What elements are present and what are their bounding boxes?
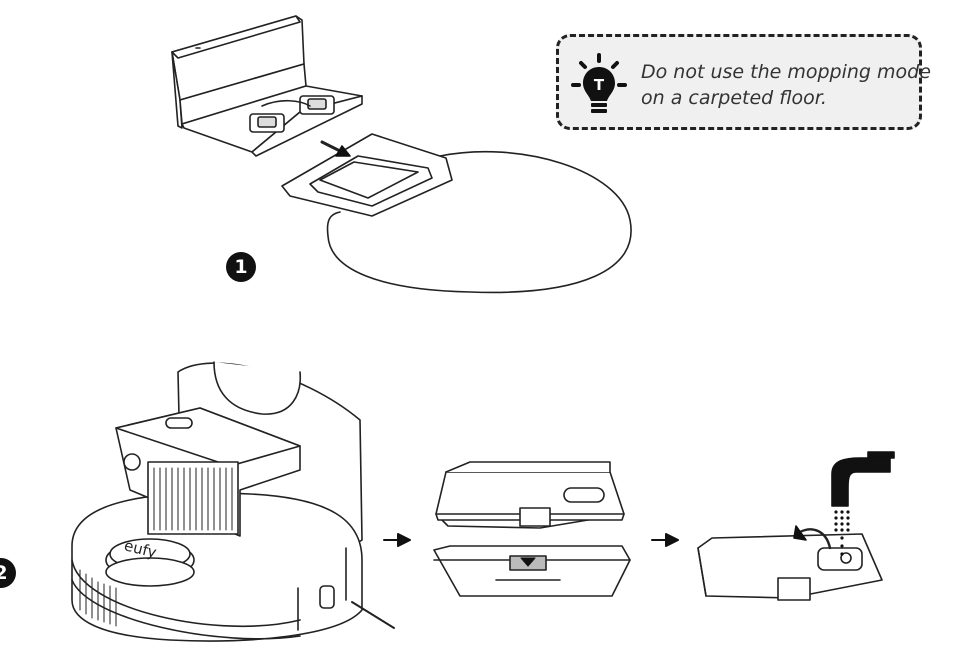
water-tank-illustration <box>433 461 631 597</box>
filling-tank-illustration <box>697 533 883 601</box>
robot-vacuum-illustration <box>71 361 395 642</box>
open-cap-arrow-head <box>793 525 807 541</box>
water-tap-icon <box>831 451 895 556</box>
step-number-1: 1 <box>226 252 256 282</box>
tip-text-line-2: on a carpeted floor. <box>641 87 827 109</box>
next-step-arrow <box>651 533 679 547</box>
open-cap-arrow-icon <box>798 528 832 550</box>
tip-text-line-1: Do not use the mopping mode <box>641 61 931 83</box>
tip-text: Do not use the mopping mode on a carpete… <box>641 59 931 111</box>
tip-icon-letter: T <box>594 76 605 94</box>
mop-pad-illustration <box>281 133 632 294</box>
next-step-arrow <box>383 533 411 547</box>
tip-callout: T Do not use the mopping mode on a carpe… <box>556 34 931 130</box>
lightbulb-tip-icon: T <box>571 53 627 113</box>
charging-base-illustration <box>171 15 363 157</box>
step-number-2: 2 <box>0 558 16 588</box>
